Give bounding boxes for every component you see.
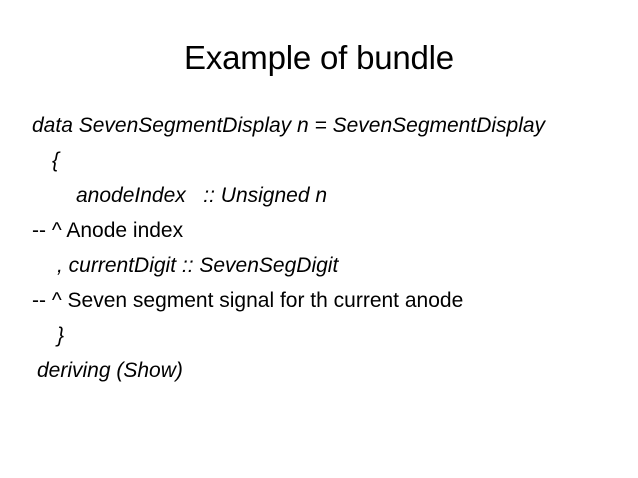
code-line-1: data SevenSegmentDisplay n = SevenSegmen… [32,114,546,137]
code-line-8: deriving (Show) [37,359,183,382]
code-line-6: -- ^ Seven segment signal for th current… [32,289,464,312]
page-title: Example of bundle [184,39,454,76]
code-line-2: { [52,149,60,172]
code-line-7: } [57,324,65,347]
code-line-5: , currentDigit :: SevenSegDigit [57,254,339,277]
code-line-4: -- ^ Anode index [32,219,184,242]
code-line-3: anodeIndex :: Unsigned n [76,184,328,207]
code-block: data SevenSegmentDisplay n = SevenSegmen… [0,108,638,388]
